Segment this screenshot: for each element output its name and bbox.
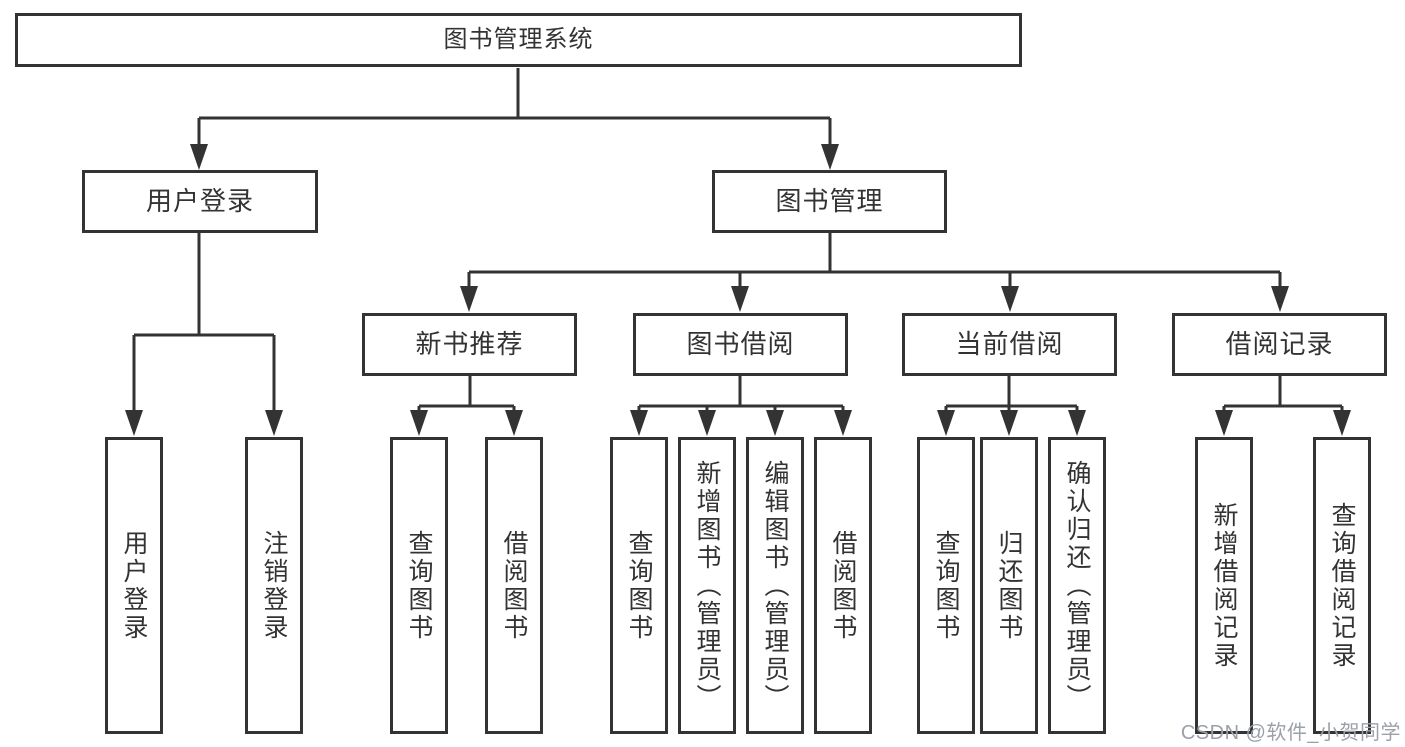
- connector-book-management: [460, 233, 1289, 312]
- leaf-borrow-books-recommend: 借阅图书: [485, 437, 543, 734]
- connector-user-login: [125, 233, 283, 436]
- leaf-return-book: 归还图书: [980, 437, 1038, 734]
- node-current-borrow: 当前借阅: [902, 313, 1117, 376]
- leaf-borrow-books: 借阅图书: [814, 437, 872, 734]
- node-user-login: 用户登录: [82, 170, 318, 233]
- node-book-management: 图书管理: [712, 170, 947, 233]
- leaf-user-login: 用户登录: [105, 437, 163, 734]
- leaf-query-books-borrow: 查询图书: [610, 437, 668, 734]
- leaf-query-books-current: 查询图书: [917, 437, 975, 734]
- node-borrow-records: 借阅记录: [1172, 313, 1387, 376]
- leaf-logout: 注销登录: [245, 437, 303, 734]
- connector-root: [190, 68, 839, 170]
- node-new-book-recommend: 新书推荐: [362, 313, 577, 376]
- leaf-confirm-return-admin: 确认归还（管理员）: [1048, 437, 1106, 734]
- connector-current-borrow: [937, 375, 1086, 436]
- node-root: 图书管理系统: [15, 13, 1022, 67]
- leaf-edit-book-admin: 编辑图书（管理员）: [746, 437, 804, 734]
- leaf-add-borrow-record: 新增借阅记录: [1195, 437, 1253, 734]
- connector-new-book-recommend: [410, 375, 523, 436]
- leaf-add-book-admin: 新增图书（管理员）: [678, 437, 736, 734]
- connector-book-borrow: [630, 375, 852, 436]
- leaf-query-books-recommend: 查询图书: [390, 437, 448, 734]
- csdn-watermark: CSDN @软件_小贺同学: [1180, 722, 1401, 744]
- leaf-query-borrow-record: 查询借阅记录: [1313, 437, 1371, 734]
- connector-borrow-records: [1215, 375, 1351, 436]
- node-book-borrow: 图书借阅: [633, 313, 848, 376]
